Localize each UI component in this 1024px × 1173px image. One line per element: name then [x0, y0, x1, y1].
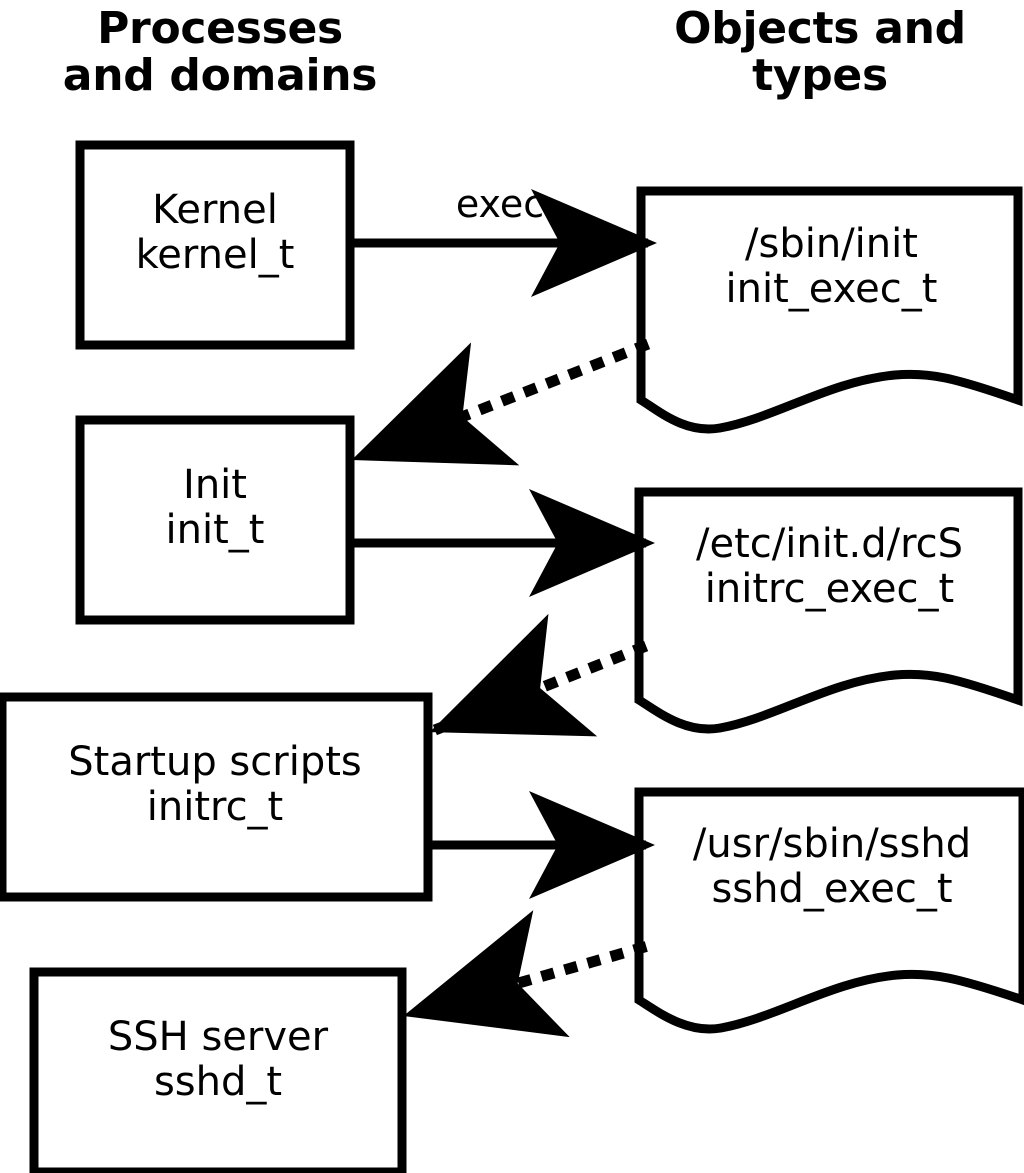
column-heading-processes: Processes and domains — [62, 3, 378, 101]
process-box-ssh-server[interactable] — [29, 967, 407, 1173]
process-box-kernel[interactable] — [75, 140, 355, 350]
object-doc-initrc-exec[interactable] — [634, 487, 1023, 734]
column-heading-objects: Objects and types — [674, 3, 966, 101]
process-box-startup-scripts[interactable] — [0, 692, 433, 902]
object-doc-init-exec[interactable] — [636, 186, 1023, 434]
edge-init-exec-to-init — [351, 338, 651, 466]
edge-sshd-exec-to-sshd — [403, 910, 648, 1038]
object-doc-sshd-exec[interactable] — [634, 787, 1024, 1034]
process-box-init[interactable] — [75, 415, 355, 625]
edge-initrc-exec-to-initrc — [429, 613, 649, 737]
